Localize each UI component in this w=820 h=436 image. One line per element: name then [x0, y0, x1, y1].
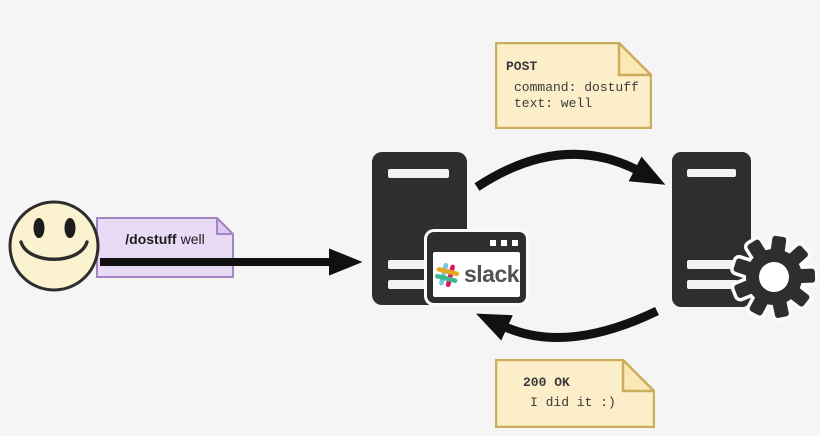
slack-window-content: slack [433, 252, 520, 297]
request-line: command: dostuff [514, 80, 639, 95]
response-note: 200 OK I did it :) [495, 359, 655, 428]
smiley-face-icon [8, 200, 100, 292]
response-status: 200 OK [523, 375, 570, 390]
slack-hash-icon [434, 262, 460, 287]
response-line: I did it :) [530, 395, 616, 410]
folded-corner [621, 359, 655, 393]
server-slot [687, 280, 738, 289]
request-line: text: well [514, 96, 593, 111]
slack-wordmark: slack [463, 261, 520, 287]
note-shape [495, 42, 652, 129]
server-slot [388, 280, 449, 289]
slash-command-text: /dostuff well [96, 217, 234, 278]
slack-server-icon [372, 152, 467, 305]
folded-corner [216, 217, 234, 235]
request-method: POST [506, 59, 538, 74]
window-button-icon [490, 240, 496, 246]
arrow-slack-to-app [474, 149, 666, 191]
folded-corner [617, 42, 652, 77]
window-button-icon [501, 240, 507, 246]
post-request-note: POST command: dostuff text: well [495, 42, 652, 129]
slash-command-argument: well [180, 231, 205, 247]
server-slot [388, 169, 449, 178]
window-button-icon [512, 240, 518, 246]
server-slot [687, 169, 736, 177]
gear-icon [730, 232, 819, 322]
slash-command: /dostuff [125, 231, 177, 247]
arrow-app-to-slack [476, 306, 659, 343]
slack-window: slack [427, 232, 526, 303]
server-slot [388, 260, 449, 269]
server-slot [687, 260, 738, 269]
note-shape [495, 359, 655, 428]
